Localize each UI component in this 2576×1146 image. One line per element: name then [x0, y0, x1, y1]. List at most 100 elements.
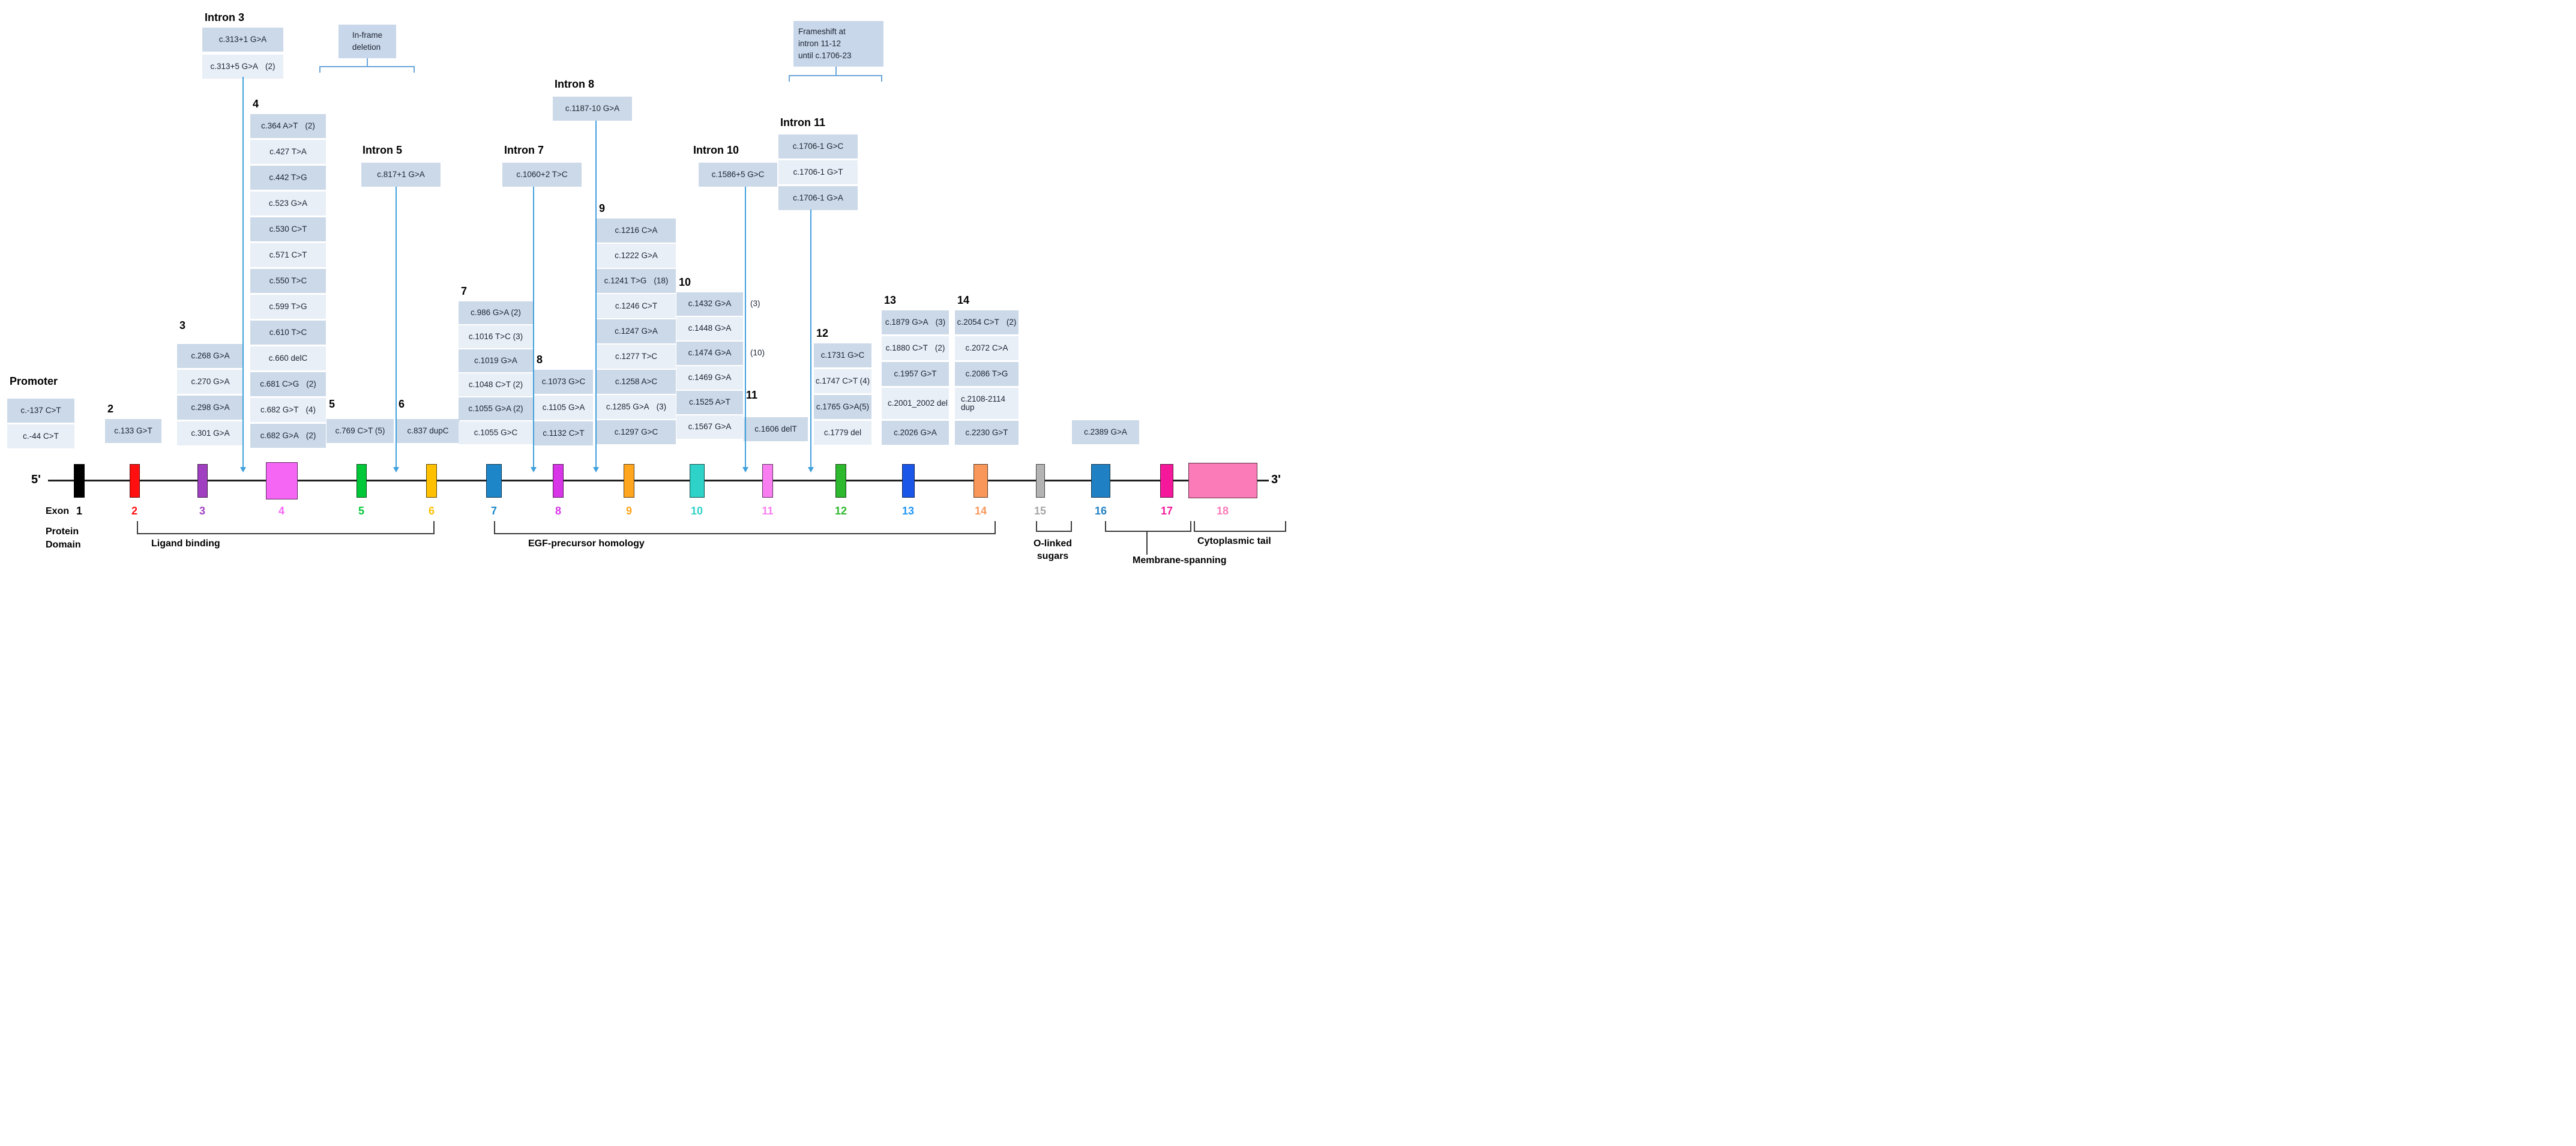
exon-8-column: 8 c.1073 G>C c.1105 G>A c.1132 C>T: [534, 354, 593, 445]
exon-12-header: 12: [816, 327, 829, 339]
mutation-label: c.660 delC: [250, 346, 326, 370]
exon-5-header: 5: [329, 398, 336, 410]
mutation-label: c.681 C>G(2): [250, 372, 326, 396]
intron-11-header: Intron 11: [780, 116, 826, 128]
intron-7-arrow: [530, 187, 537, 472]
exon-14-number: 14: [974, 505, 987, 517]
mutation-label: c.1586+5 G>C: [699, 163, 777, 187]
mutation-label: c.2026 G>A: [882, 421, 949, 445]
exon-1-box: [74, 464, 85, 498]
mutation-label: c.1105 G>A: [534, 396, 593, 420]
inframe-note-connector: [367, 58, 368, 66]
exon-4-box: [266, 462, 298, 499]
exon-7-column: 7 c.986 G>A (2) c.1016 T>C (3) c.1019 G>…: [459, 285, 533, 444]
mutation-label: c.1706-1 G>C: [778, 134, 858, 158]
mutation-label: c.270 G>A: [177, 370, 244, 394]
exon-10-box: [690, 464, 705, 498]
mutation-label: c.2108-2114 dup: [955, 388, 1019, 419]
mutation-label: c.1957 G>T: [882, 362, 949, 386]
exon-6-box: [426, 464, 437, 498]
promoter-column: Promoter c.-137 C>T c.-44 C>T: [7, 375, 74, 448]
exon-5-number: 5: [358, 505, 364, 517]
mutation-label: c.1747 C>T (4): [814, 369, 871, 393]
o-linked-sugars-bracket: [1036, 521, 1072, 532]
mutation-label: c.1055 G>A (2): [459, 397, 533, 420]
mutation-label: c.442 T>G: [250, 166, 326, 190]
mutation-label: c.1731 G>C: [814, 343, 871, 367]
mutation-label: c.550 T>C: [250, 269, 326, 293]
mutation-label: c.1779 del: [814, 421, 871, 445]
exon-3-box: [197, 464, 208, 498]
mutation-label: c.1567 G>A: [676, 415, 743, 439]
mutation-label: c.1019 G>A: [459, 349, 533, 372]
membrane-spanning-pointer: [1146, 531, 1148, 555]
mutation-label: c.427 T>A: [250, 140, 326, 164]
exon-15-box: [1036, 464, 1045, 498]
exon-13-number: 13: [901, 505, 915, 517]
promoter-header: Promoter: [10, 375, 58, 387]
exon-row-label: Exon: [46, 506, 70, 516]
exon-10-number: 10: [690, 505, 703, 517]
exon-13-column: 13 c.1879 G>A(3) c.1880 C>T(2) c.1957 G>…: [882, 294, 949, 445]
mutation-label: c.2001_2002 del: [882, 388, 949, 419]
exon-13-box: [902, 464, 915, 498]
mutation-label: c.-137 C>T: [7, 399, 74, 423]
intron-3-arrow: [239, 77, 246, 472]
exon-2-number: 2: [131, 505, 137, 517]
gene-backbone-line: [48, 480, 1269, 481]
intron-5-arrow: [393, 187, 399, 472]
mutation-label: c.682 G>T(4): [250, 398, 326, 422]
exon-17-number: 17: [1160, 505, 1173, 517]
mutation-label: c.682 G>A(2): [250, 424, 326, 448]
mutation-label: c.1258 A>C: [597, 370, 676, 394]
inframe-deletion-bracket: [319, 66, 415, 73]
exon-3-column: 3 c.268 G>A c.270 G>A c.298 G>A c.301 G>…: [177, 319, 244, 445]
mutation-label: c.610 T>C: [250, 321, 326, 345]
mutation-label: c.2230 G>T: [955, 421, 1019, 445]
mutation-label: c.313+1 G>A: [202, 28, 283, 52]
mutation-label: c.268 G>A: [177, 344, 244, 368]
mutation-label: c.301 G>A: [177, 421, 244, 445]
exon-7-box: [486, 464, 502, 498]
mutation-label: c.1246 C>T: [597, 294, 676, 318]
mutation-label: c.1222 G>A: [597, 244, 676, 268]
exon-3-header: 3: [179, 319, 186, 331]
exon-12-box: [835, 464, 846, 498]
intron-10-column: c.1586+5 G>C: [699, 163, 777, 187]
exon-8-number: 8: [555, 505, 561, 517]
exon-13-header: 13: [884, 294, 897, 306]
intron-10-header: Intron 10: [693, 144, 739, 156]
mutation-label: c.1879 G>A(3): [882, 310, 949, 334]
exon-7-number: 7: [490, 505, 497, 517]
egf-precursor-bracket: [494, 521, 996, 534]
mutation-label: c.1055 G>C: [459, 421, 533, 444]
frameshift-note-connector: [835, 67, 837, 75]
intron-8-header: Intron 8: [555, 78, 594, 90]
exon-6-header: 6: [399, 398, 405, 410]
exon-18-box: [1188, 463, 1257, 498]
mutation-label: c.133 G>T: [105, 419, 161, 443]
mutation-label: c.364 A>T(2): [250, 114, 326, 138]
mutation-label: c.313+5 G>A(2): [202, 55, 283, 79]
intron-5-column: c.817+1 G>A: [361, 163, 441, 187]
exon-11-number: 11: [762, 505, 774, 517]
mutation-label: c.1880 C>T(2): [882, 336, 949, 360]
intron-5-header: Intron 5: [363, 144, 402, 156]
exon-3-number: 3: [199, 505, 205, 517]
mutation-label: c.817+1 G>A: [361, 163, 441, 187]
ligand-binding-label: Ligand binding: [151, 538, 220, 549]
mutation-label: c.1297 G>C: [597, 420, 676, 444]
exon-9-box: [624, 464, 634, 498]
exon-9-column: 9 c.1216 C>A c.1222 G>A c.1241 T>G(18) c…: [597, 202, 676, 444]
exon-15-number: 15: [1034, 505, 1047, 517]
mutation-label: c.571 C>T: [250, 243, 326, 267]
mutation-label: c.1247 G>A: [597, 319, 676, 343]
gene-mutation-diagram: Promoter c.-137 C>T c.-44 C>T 2 c.133 G>…: [0, 0, 1288, 573]
mutation-label: c.1016 T>C (3): [459, 325, 533, 348]
mutation-label: c.1448 G>A: [676, 317, 743, 340]
mutation-label: c.1216 C>A: [597, 219, 676, 243]
exon-8-box: [553, 464, 564, 498]
exon-7-header: 7: [461, 285, 468, 297]
exon-16-number: 16: [1094, 505, 1107, 517]
three-prime-label: 3': [1271, 473, 1281, 486]
